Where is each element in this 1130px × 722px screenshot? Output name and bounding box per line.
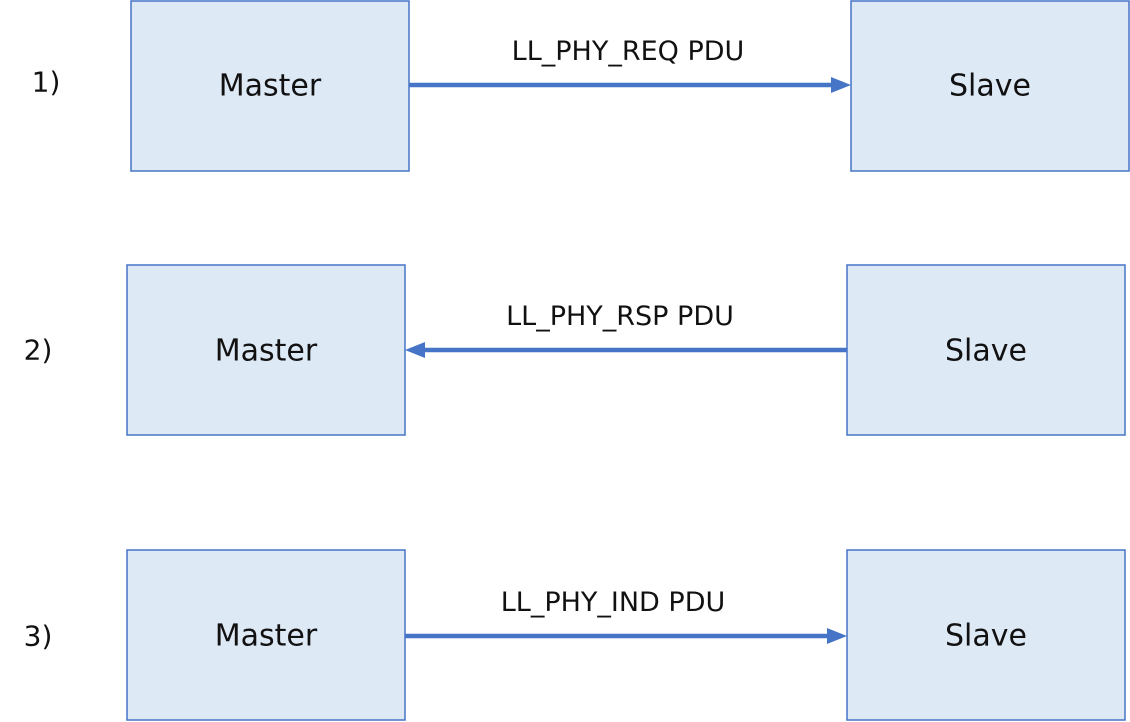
step-2: 2) Master Slave LL_PHY_RSP PDU bbox=[24, 264, 1126, 436]
step-3-master-label: Master bbox=[215, 619, 318, 654]
step-3-number: 3) bbox=[24, 620, 53, 653]
step-2-master-label: Master bbox=[215, 334, 318, 369]
step-2-slave-label: Slave bbox=[945, 334, 1027, 369]
step-3-arrow-head bbox=[827, 628, 847, 644]
step-3-slave-label: Slave bbox=[945, 619, 1027, 654]
step-1-master-box bbox=[130, 0, 410, 172]
step-2-arrow-head bbox=[405, 342, 425, 358]
step-3-slave-box bbox=[846, 549, 1126, 721]
step-1-master-label: Master bbox=[219, 69, 322, 104]
step-1-slave-label: Slave bbox=[949, 69, 1031, 104]
step-1-arrow-head bbox=[831, 77, 851, 93]
step-2-message-label: LL_PHY_RSP PDU bbox=[506, 301, 734, 332]
step-3: 3) Master Slave LL_PHY_IND PDU bbox=[24, 549, 1126, 721]
step-1-message-label: LL_PHY_REQ PDU bbox=[512, 36, 745, 67]
step-1: 1) Master Slave LL_PHY_REQ PDU bbox=[32, 0, 1130, 172]
step-3-message-label: LL_PHY_IND PDU bbox=[501, 587, 726, 618]
step-2-number: 2) bbox=[24, 334, 53, 367]
step-2-master-box bbox=[126, 264, 406, 436]
step-1-number: 1) bbox=[32, 66, 61, 99]
step-2-slave-box bbox=[846, 264, 1126, 436]
step-1-slave-box bbox=[850, 0, 1130, 172]
